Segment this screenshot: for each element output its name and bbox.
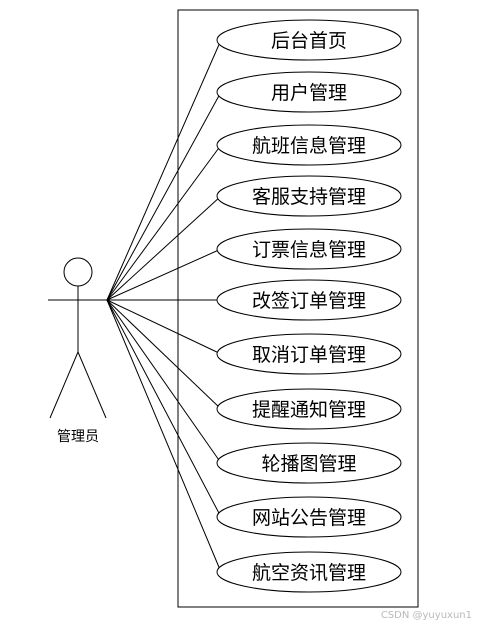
use-case-label: 航空资讯管理 — [252, 562, 366, 584]
use-case: 航班信息管理 — [216, 124, 402, 166]
use-case-ellipse — [216, 124, 402, 166]
use-case-ellipse — [216, 175, 402, 217]
use-case-ellipse — [216, 279, 402, 321]
use-case: 网站公告管理 — [216, 496, 402, 538]
use-case-ellipse — [216, 388, 402, 430]
use-case-label: 取消订单管理 — [252, 344, 366, 366]
association-line — [106, 144, 222, 301]
use-case-ellipse — [216, 551, 402, 593]
use-case: 轮播图管理 — [216, 442, 402, 484]
use-case-label: 用户管理 — [271, 82, 347, 104]
use-case-ellipse — [216, 442, 402, 484]
association-lines — [106, 39, 222, 573]
use-case: 用户管理 — [216, 71, 402, 113]
use-case-label: 网站公告管理 — [252, 507, 366, 529]
use-case-label: 后台首页 — [271, 30, 347, 52]
use-case-ellipse — [216, 71, 402, 113]
use-case-label: 轮播图管理 — [261, 453, 356, 475]
actor: 管理员 — [48, 257, 108, 445]
association-line — [106, 39, 222, 301]
association-line — [106, 299, 222, 573]
use-case: 订票信息管理 — [216, 228, 402, 270]
association-line — [106, 195, 222, 301]
use-case: 取消订单管理 — [216, 333, 402, 375]
association-line — [106, 299, 222, 410]
use-case-label: 改签订单管理 — [252, 290, 366, 312]
association-line — [106, 91, 222, 301]
use-case-label: 订票信息管理 — [252, 239, 366, 261]
use-case-ellipse — [216, 19, 402, 61]
use-case: 航空资讯管理 — [216, 551, 402, 593]
use-case: 客服支持管理 — [216, 175, 402, 217]
association-line — [106, 299, 222, 355]
use-case: 改签订单管理 — [216, 279, 402, 321]
actor-right-leg — [77, 351, 107, 419]
actor-left-leg — [49, 351, 79, 419]
use-case-label: 航班信息管理 — [252, 135, 366, 157]
use-case: 后台首页 — [216, 19, 402, 61]
use-case: 提醒通知管理 — [216, 388, 402, 430]
actor-label: 管理员 — [57, 429, 99, 445]
system-boundary — [177, 9, 419, 608]
use-case-ellipse — [216, 333, 402, 375]
watermark: CSDN @yuyuxun1 — [381, 610, 472, 621]
actor-head — [63, 257, 93, 287]
association-line — [106, 248, 222, 301]
use-case-label: 客服支持管理 — [252, 186, 366, 208]
use-case-ellipse — [216, 496, 402, 538]
use-case-label: 提醒通知管理 — [252, 399, 366, 421]
use-cases: 后台首页用户管理航班信息管理客服支持管理订票信息管理改签订单管理取消订单管理提醒… — [216, 19, 402, 593]
association-line — [106, 299, 222, 464]
use-case-ellipse — [216, 228, 402, 270]
association-line — [106, 299, 222, 518]
